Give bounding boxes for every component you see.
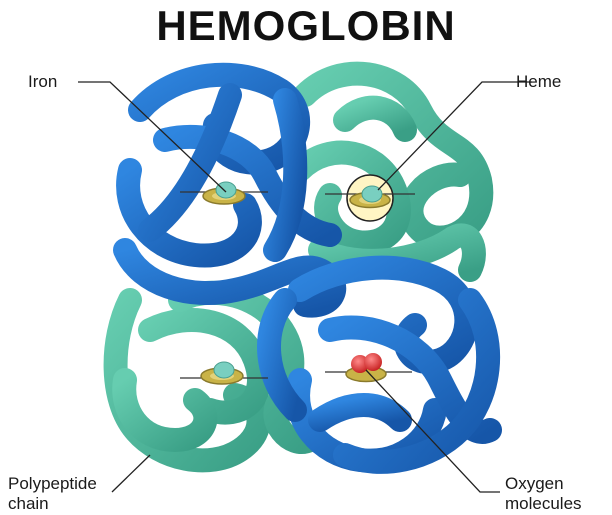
- blue-chain-top-left: [113, 62, 347, 318]
- polypeptide-label-line1: Polypeptide: [8, 474, 97, 493]
- oxygen-label-line2: molecules: [505, 494, 582, 513]
- polypeptide-label: Polypeptide chain: [8, 474, 97, 514]
- blue-chain-bottom-right: [257, 255, 502, 474]
- oxygen-atom-2: [364, 353, 382, 371]
- heme-leader-line: [377, 81, 532, 191]
- polypeptide-label-line2: chain: [8, 494, 49, 513]
- diagram-title: HEMOGLOBIN: [156, 2, 456, 49]
- oxygen-leader-line: [365, 369, 500, 493]
- iron-leader-line: [78, 81, 227, 193]
- heme-group-top-left: [180, 181, 268, 205]
- iron-label: Iron: [28, 72, 58, 91]
- heme-group-bottom-left: [180, 361, 268, 385]
- oxygen-label: Oxygen molecules: [505, 474, 582, 514]
- polypeptide-leader-line: [111, 454, 151, 493]
- heme-label: Heme: [516, 72, 562, 91]
- leader-lines: [78, 81, 532, 493]
- oxygen-label-line1: Oxygen: [505, 474, 564, 493]
- heme-group-bottom-right: [325, 353, 412, 383]
